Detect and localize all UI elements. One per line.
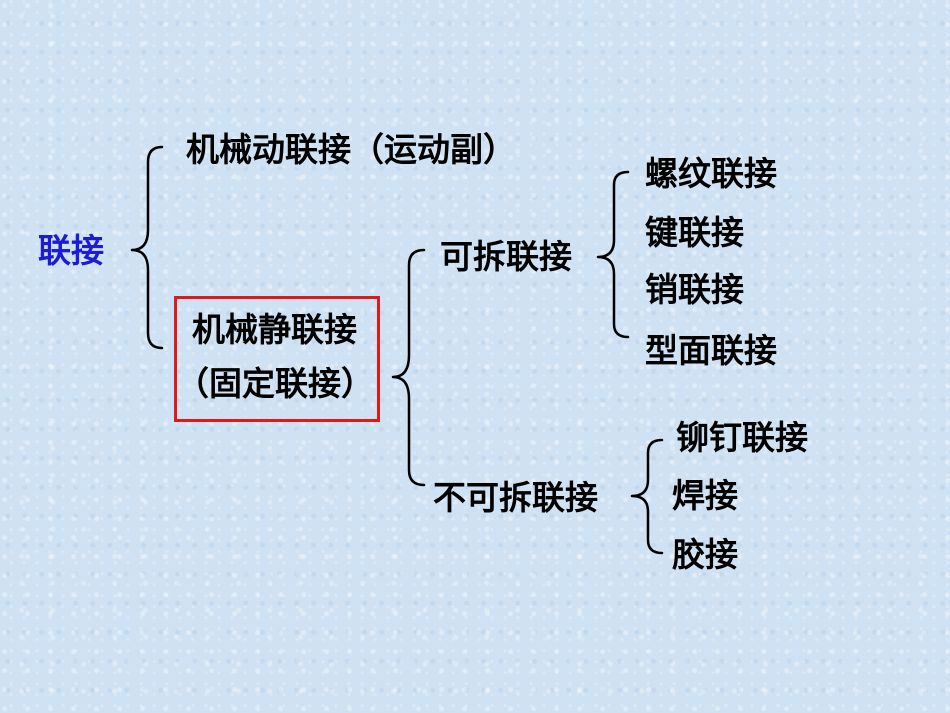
non-detachable-label: 不可拆联接: [433, 478, 598, 517]
dynamic-connection-label: 机械动联接（运动副）: [186, 130, 516, 169]
detachable-item: 销联接: [645, 270, 744, 309]
brace-non-detachable: [630, 438, 664, 555]
detachable-item: 键联接: [645, 213, 744, 252]
brace-detachable: [596, 170, 630, 339]
non-detachable-item: 焊接: [672, 476, 738, 515]
detachable-item: 螺纹联接: [645, 154, 777, 193]
brace-root: [130, 145, 164, 350]
fixed-connection-label: （固定联接）: [176, 364, 374, 403]
detachable-item: 型面联接: [645, 331, 777, 370]
non-detachable-item: 铆钉联接: [676, 418, 808, 457]
static-highlight-box: [174, 296, 380, 422]
brace-static: [391, 248, 426, 487]
static-connection-label: 机械静联接: [192, 310, 357, 349]
root-label: 联接: [38, 231, 104, 270]
non-detachable-item: 胶接: [672, 535, 738, 574]
detachable-label: 可拆联接: [440, 237, 572, 276]
